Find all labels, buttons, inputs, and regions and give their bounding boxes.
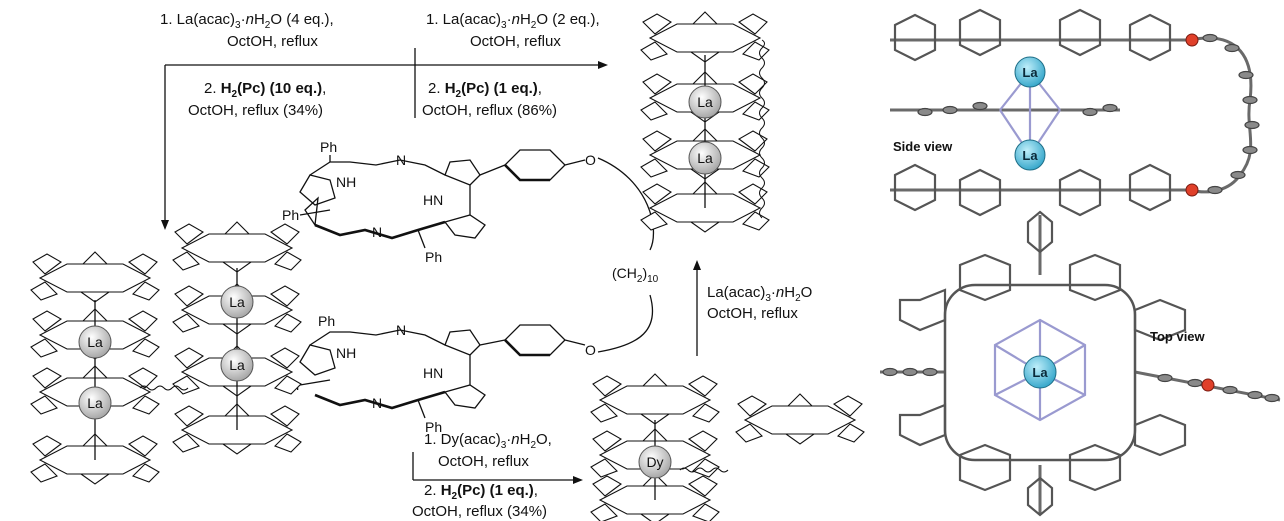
linker-lower-arc [597,294,654,353]
la-sphere-4 [220,348,254,382]
linker-wavy-2 [759,39,765,219]
metal-la-1: La [87,334,103,350]
bottom-step1-line2: OctOH, reflux [438,453,529,470]
left-reaction-arrow [161,64,415,230]
bis-porphyrin-ligand: Ph NH HN N N Ph Ph O (CH2)10 Ph NH HN [282,139,659,435]
right-reaction-arrow [414,48,608,118]
left-step2-line2: OctOH, reflux (34%) [188,102,323,119]
right-step1-line1: 1. La(acac)3·nH2O (2 eq.), [426,11,600,31]
linked-double-decker [640,11,770,233]
oxygen-atom-2 [1185,183,1199,197]
atom-ph-6: Ph [425,419,442,435]
la-sphere-1 [78,325,112,359]
atom-hn-1: HN [423,192,443,208]
crystal-la-label-2: La [1022,148,1038,163]
atom-n-1: N [396,152,406,168]
atom-hn-2: HN [423,365,443,381]
linker-upper-arc [597,157,655,251]
la-sphere-3 [220,285,254,319]
atom-ph-2: Ph [282,207,299,223]
atom-ph-4: Ph [318,313,335,329]
triple-decker-dimer: La La La La [30,221,302,485]
linker-label: (CH2)10 [612,265,659,285]
up-reaction-arrow [693,260,701,356]
lower-porphyrin [299,324,586,419]
oxygen-atom-1 [1185,33,1199,47]
metal-la-5: La [697,94,713,110]
oxygen-atom-3 [1201,378,1215,392]
atom-n-4: N [372,395,382,411]
la-ion-side-1 [1014,56,1046,88]
bottom-step2-line2: OctOH, reflux (34%) [412,503,547,520]
right-triple-decker [172,221,302,455]
la-ion-top [1023,355,1057,389]
atom-nh-2: NH [336,345,356,361]
metal-la-6: La [697,150,713,166]
linker-wavy-3 [679,467,729,473]
side-view-structure [890,8,1260,217]
atom-ph-3: Ph [425,249,442,265]
bottom-reaction-arrow [412,452,583,484]
linker-wavy-1 [139,385,189,391]
metal-la-4: La [229,357,245,373]
dy-sphere [638,445,672,479]
right-step2-line1: 2. H2(Pc) (1 eq.), [428,80,542,100]
la-sphere-6 [688,141,722,175]
atom-nh-1: NH [336,174,356,190]
left-step1-line1: 1. La(acac)3·nH2O (4 eq.), [160,11,334,31]
atom-o-2: O [585,342,596,358]
metal-la-2: La [87,395,103,411]
metal-la-3: La [229,294,245,310]
right-step1-line2: OctOH, reflux [470,33,561,50]
atom-n-2: N [372,224,382,240]
la-sphere-5 [688,85,722,119]
metal-dy: Dy [646,454,663,470]
left-step2-line1: 2. H2(Pc) (10 eq.), [204,80,326,100]
up-step-line2: OctOH, reflux [707,305,798,322]
la-sphere-2 [78,386,112,420]
crystal-la-label-3: La [1032,365,1048,380]
side-view-label: Side view [893,139,953,154]
dy-double-decker [590,373,865,521]
bottom-step1-line1: 1. Dy(acac)3·nH2O, [424,431,552,451]
top-view-structure [880,210,1281,517]
la-ion-side-2 [1014,139,1046,171]
crystal-structure-panel: La La Side view [880,8,1281,517]
bottom-step2-line1: 2. H2(Pc) (1 eq.), [424,482,538,502]
left-step1-line2: OctOH, reflux [227,33,318,50]
left-triple-decker [30,251,160,485]
atom-o-1: O [585,152,596,168]
upper-porphyrin [299,149,586,249]
atom-ph-1: Ph [320,139,337,155]
crystal-la-label-1: La [1022,65,1038,80]
up-step-line1: La(acac)3·nH2O [707,284,812,304]
right-step2-line2: OctOH, reflux (86%) [422,102,557,119]
top-view-label: Top view [1150,329,1206,344]
atom-n-3: N [396,322,406,338]
